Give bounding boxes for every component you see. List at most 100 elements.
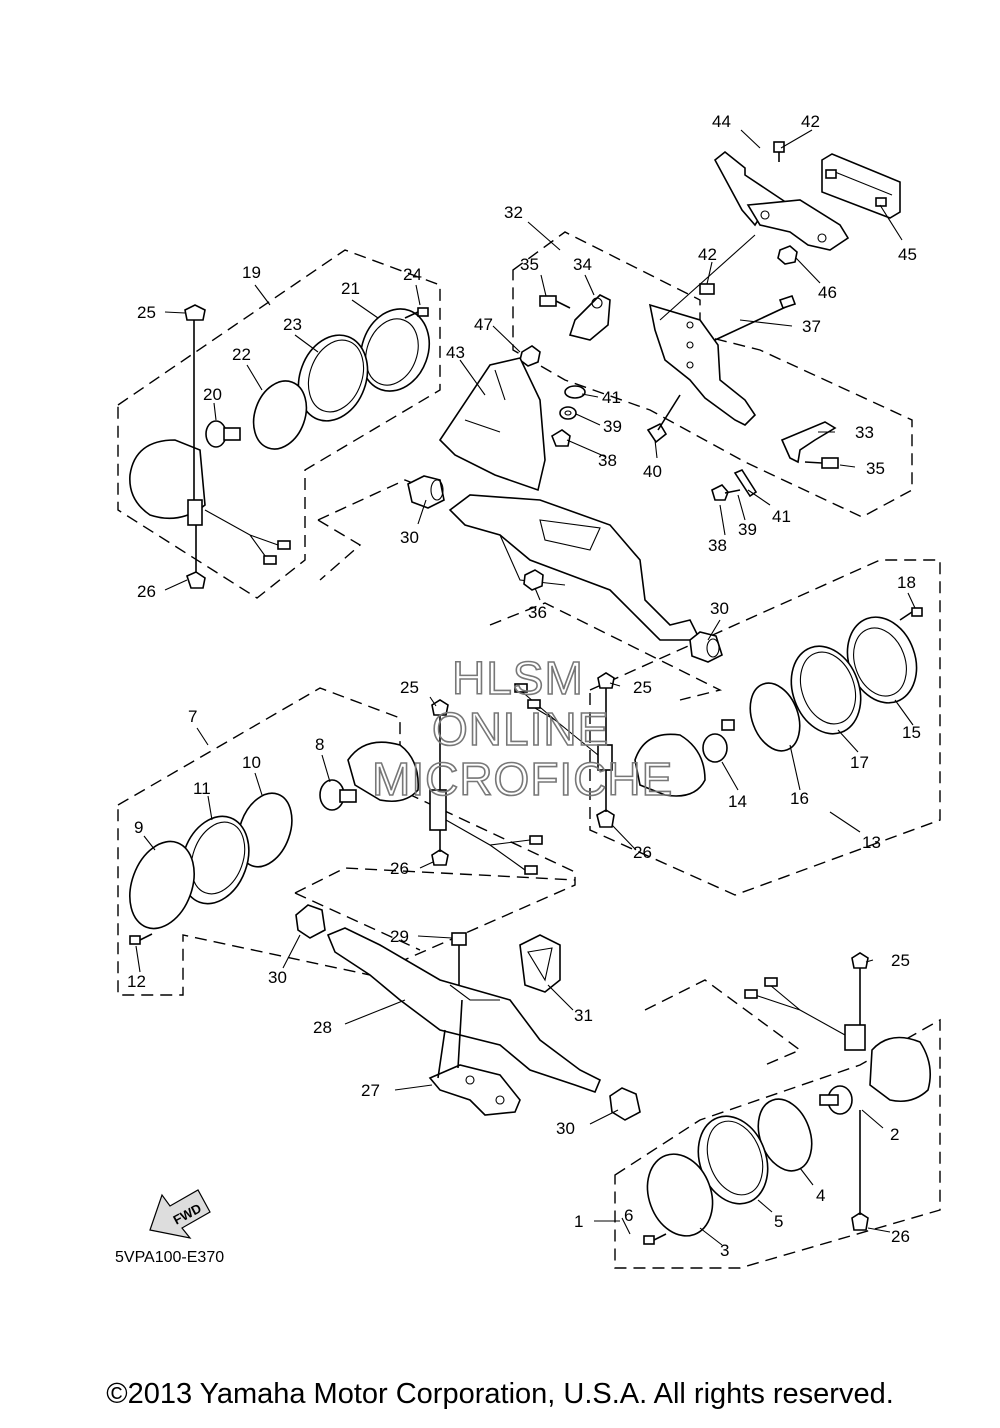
bolt-25-rightrear: [597, 672, 615, 745]
gasket-16: [749, 682, 801, 752]
callout-43: 43: [446, 343, 465, 362]
callout-17: 17: [850, 753, 869, 772]
collar-30-rearleft: [407, 475, 445, 509]
bolt-25-leftrear: [184, 304, 206, 500]
collar-30-frontleft: [295, 904, 326, 939]
callout-35: 35: [866, 459, 885, 478]
callout-30: 30: [400, 528, 419, 547]
callout-26: 26: [633, 843, 652, 862]
watermark-line-2: ONLINE: [432, 703, 609, 755]
collar-30-frontright: [609, 1087, 641, 1121]
wire-front-left: [445, 819, 543, 875]
watermark: HLSM ONLINE MICROFICHE: [371, 651, 673, 806]
guide-rear-harness: [644, 979, 802, 1066]
gasket-10: [237, 792, 293, 868]
callout-26: 26: [137, 582, 156, 601]
callout-41: 41: [772, 507, 791, 526]
wire-front-right: [744, 977, 846, 1036]
callout-6: 6: [624, 1206, 633, 1225]
callout-26: 26: [390, 859, 409, 878]
group-1-box: [614, 1018, 941, 1269]
callout-10: 10: [242, 753, 261, 772]
copyright-notice: ©2013 Yamaha Motor Corporation, U.S.A. A…: [106, 1378, 894, 1410]
callout-31: 31: [574, 1006, 593, 1025]
callout-34: 34: [573, 255, 592, 274]
screw-18: [899, 607, 923, 621]
callout-23: 23: [283, 315, 302, 334]
bracket-34: [568, 294, 611, 341]
plate-45: [821, 153, 901, 219]
callout-45: 45: [898, 245, 917, 264]
nut-26-frontleft: [431, 830, 449, 866]
callout-25: 25: [633, 678, 652, 697]
callout-14: 14: [728, 792, 747, 811]
callout-1: 1: [574, 1212, 583, 1231]
bulb-20: [205, 420, 241, 448]
watermark-line-1: HLSM: [452, 652, 584, 704]
guide-right-harness: [489, 602, 723, 701]
callout-38: 38: [598, 451, 617, 470]
guide-left-harness: [317, 479, 431, 581]
callout-22: 22: [232, 345, 251, 364]
callout-16: 16: [790, 789, 809, 808]
guide-front-harness: [294, 867, 576, 951]
leader-lines: [135, 129, 916, 1246]
nut-26-frontright: [851, 1110, 869, 1231]
nut-26-leftrear: [186, 525, 206, 589]
callout-36: 36: [528, 603, 547, 622]
bulb-14: [702, 719, 735, 763]
fender-43: [438, 357, 546, 492]
bolt-25-frontleft: [431, 699, 449, 790]
group-19-box: [117, 249, 441, 599]
callout-38: 38: [708, 536, 727, 555]
group-7-box: [117, 687, 576, 996]
callout-33: 33: [855, 423, 874, 442]
callout-35: 35: [520, 255, 539, 274]
group-32-box: [512, 231, 913, 518]
rim-17: [790, 645, 862, 735]
callout-40: 40: [643, 462, 662, 481]
callout-18: 18: [897, 573, 916, 592]
bulb-8: [319, 779, 357, 811]
housing-front-right: [844, 1024, 931, 1103]
callout-39: 39: [738, 520, 757, 539]
lens-3: [646, 1153, 714, 1237]
fwd-arrow: FWD: [149, 1189, 211, 1239]
front-stay-28: [326, 927, 602, 1094]
callout-20: 20: [203, 385, 222, 404]
wire-left-rear: [204, 509, 291, 565]
bolt-25-frontright: [851, 952, 869, 1025]
bracket-33: [780, 421, 837, 464]
callout-25: 25: [137, 303, 156, 322]
callout-47: 47: [474, 315, 493, 334]
nut-26-rightrear: [596, 770, 615, 828]
callout-3: 3: [720, 1241, 729, 1260]
washer-41-left: [564, 385, 586, 399]
callout-44: 44: [712, 112, 731, 131]
lens-9: [129, 840, 195, 930]
bracket-27-leg: [437, 999, 463, 1079]
callout-19: 19: [242, 263, 261, 282]
screw-6: [643, 1233, 667, 1245]
bracket-44: [713, 150, 850, 251]
callout-37: 37: [802, 317, 821, 336]
cover-31: [519, 934, 561, 993]
collar-30-rearright: [689, 631, 723, 663]
diagram-code: 5VPA100-E370: [115, 1249, 224, 1266]
callout-9: 9: [134, 818, 143, 837]
callout-27: 27: [361, 1081, 380, 1100]
screw-24: [404, 307, 429, 319]
callout-12: 12: [127, 972, 146, 991]
bolt-29: [451, 932, 467, 985]
wire-right-rear: [514, 683, 599, 756]
rear-stay: [448, 494, 702, 641]
callout-30: 30: [268, 968, 287, 987]
gasket-22: [252, 380, 308, 450]
bolt-42-top: [773, 141, 785, 162]
rim-23: [297, 334, 369, 422]
callout-25: 25: [891, 951, 910, 970]
bulb-2: [819, 1085, 853, 1115]
callout-2: 2: [890, 1125, 899, 1144]
